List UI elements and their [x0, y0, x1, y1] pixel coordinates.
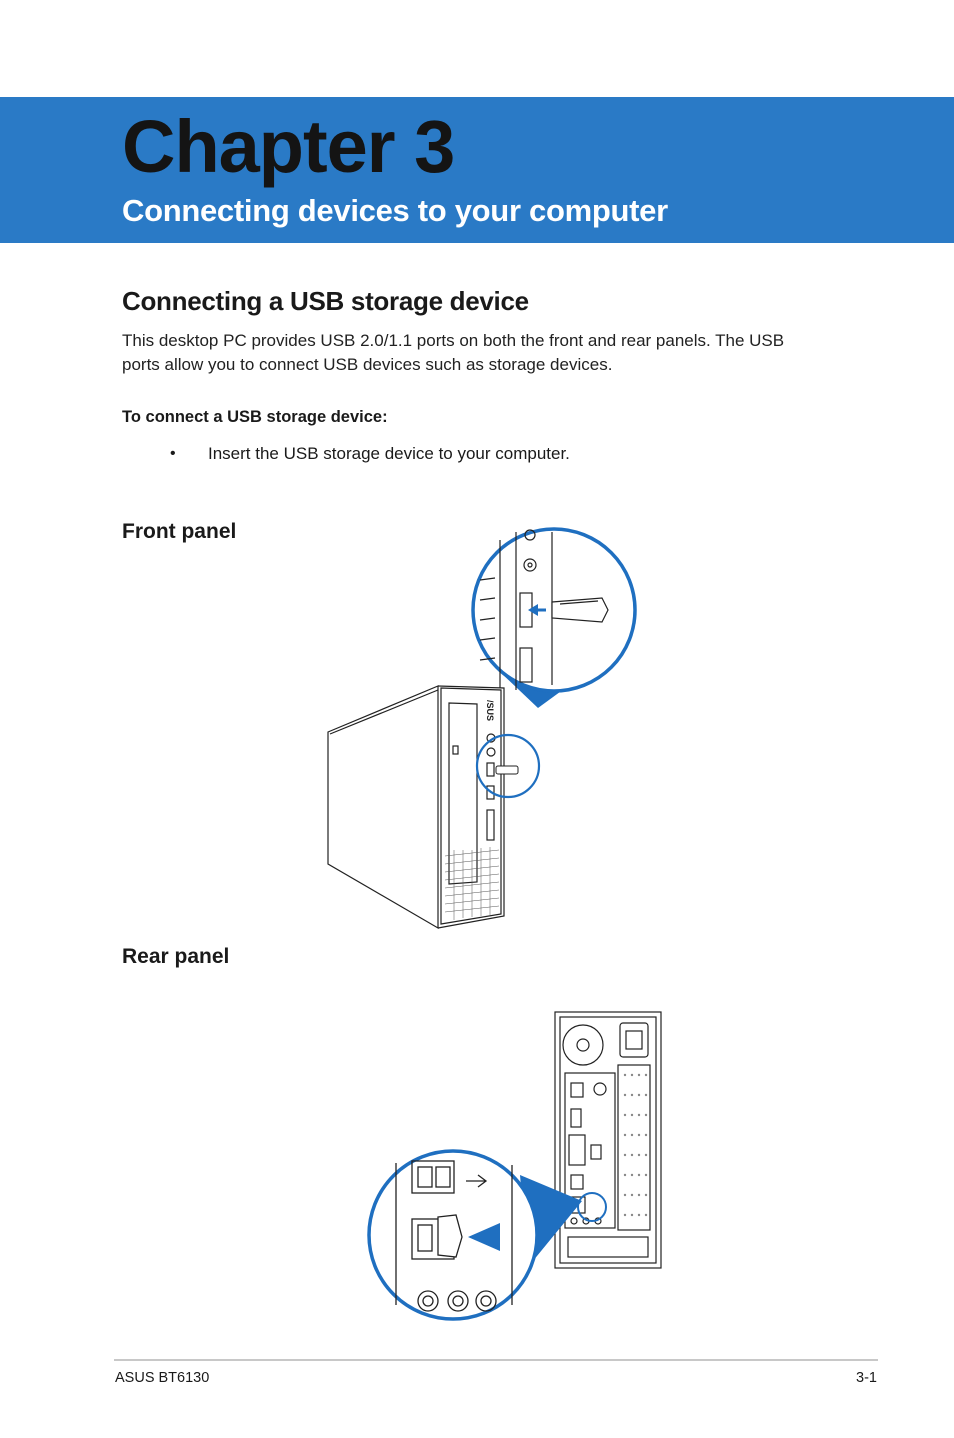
footer-page-number: 3-1	[856, 1370, 877, 1386]
section-heading: Connecting a USB storage device	[122, 286, 529, 316]
chapter-title: Connecting devices to your computer	[122, 193, 668, 228]
rear-panel-illustration	[367, 1011, 662, 1321]
footer-product: ASUS BT6130	[115, 1370, 210, 1386]
chapter-banner	[0, 97, 954, 243]
bullet-marker: •	[170, 445, 176, 462]
front-panel-label: Front panel	[122, 520, 237, 543]
rear-panel-label: Rear panel	[122, 945, 230, 968]
chapter-label: Chapter 3	[122, 105, 455, 188]
brand-logo: /SUS	[485, 700, 495, 721]
intro-paragraph: This desktop PC provides USB 2.0/1.1 por…	[122, 331, 785, 374]
front-panel-illustration: /SUS	[327, 527, 637, 930]
step-item: Insert the USB storage device to your co…	[208, 444, 570, 463]
footer-divider	[114, 1359, 878, 1361]
steps-title: To connect a USB storage device:	[122, 408, 388, 426]
